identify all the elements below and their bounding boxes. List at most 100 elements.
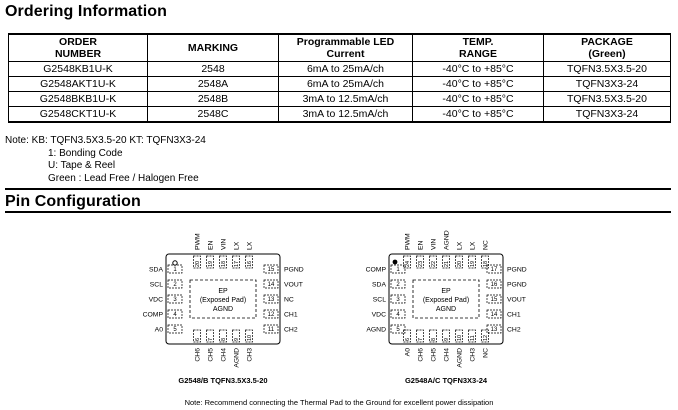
pin-pad [245,329,253,343]
pin-pad [193,255,201,269]
pin-number: 9 [234,338,240,341]
pin-number: 16 [491,282,498,288]
pin-pad [167,279,183,289]
pin-pad [206,255,214,269]
package-caption: G2548A/C TQFN3X3-24 [405,376,488,385]
thermal-pad-note: Note: Recommend connecting the Thermal P… [184,398,494,407]
pin-number: 23 [418,261,424,267]
pin-pad [429,255,437,269]
pin-name: AGND [457,348,464,368]
note-line: Green : Lead Free / Halogen Free [48,172,199,184]
pin-name: CH3 [247,348,254,362]
exposed-pad-label: (Exposed Pad) [200,297,246,304]
pin-pad [206,329,214,343]
cell-order-number: G2548AKT1U-K [8,76,148,92]
pin-number: 24 [405,261,411,267]
cell-order-number: G2548BKB1U-K [8,91,148,107]
pin-number: 7 [418,338,424,341]
package-caption: G2548/B TQFN3.5X3.5-20 [178,376,267,385]
pin-number: 6 [405,338,411,341]
pin-name: CH4 [444,348,451,362]
pin-name: A0 [405,348,412,357]
pin-number: 17 [491,267,498,273]
pin-name: CH3 [470,348,477,362]
pin-name: AGND [234,348,241,368]
exposed-pad [412,279,480,319]
pin-pad [481,329,489,343]
pin1-marker [392,259,398,265]
pin-pad [390,309,406,319]
pin-number: 11 [470,335,476,341]
pin-pad [442,329,450,343]
exposed-pad [189,279,257,319]
pin-diagrams: EP(Exposed Pad)AGND20PWM19EN18VIN17LX16L… [143,230,527,385]
pin-pad [390,279,406,289]
package-outline [388,253,504,345]
pin-number: 1 [173,267,177,273]
section-divider [5,211,671,213]
pin-pad [167,324,183,334]
pin-pad [455,329,463,343]
pin-number: 21 [444,261,450,267]
pin-name: EN [418,240,425,250]
pin-name: LX [457,241,464,250]
header-temp-range: TEMP.RANGE [412,33,544,62]
pin-name: NC [483,240,490,250]
pin-pad [263,324,279,334]
pin-name: NC [284,297,294,304]
pin-name: COMP [366,267,387,274]
pin-number: 10 [247,335,253,341]
pin-pad [390,294,406,304]
pin-number: 20 [195,261,201,267]
table-row: G2548BKB1U-K 2548B 3mA to 12.5mA/ch -40°… [8,91,671,107]
pin-number: 2 [396,282,400,288]
pin-name: SCL [373,297,386,304]
pin-pad [219,329,227,343]
package-diagram-tqfn3x3: EP(Exposed Pad)AGND24PWM23EN22VIN21AGND2… [366,230,527,385]
cell-marking: 2548C [147,106,279,123]
pin-name: CH5 [431,348,438,362]
pin-pad [245,255,253,269]
pin-name: PGND [284,267,304,274]
pin-name: CH4 [221,348,228,362]
pin-name: VIN [431,239,438,250]
pin-pad [416,329,424,343]
pin-number: 9 [444,338,450,341]
pin-pad [403,255,411,269]
pin-number: 14 [268,282,275,288]
pin-number: 11 [268,327,275,333]
pin-number: 4 [173,312,177,318]
pin-config-title: Pin Configuration [5,193,141,210]
pin-name: SDA [372,282,386,289]
cell-package: TQFN3X3-24 [543,106,671,123]
pin-name: VDC [149,297,163,304]
pin-name: LX [234,241,241,250]
pin-pad [263,264,279,274]
pin-number: 17 [234,261,240,267]
pin-pad [167,309,183,319]
pin-name: CH6 [418,348,425,362]
cell-marking: 2548B [147,91,279,107]
exposed-pad-label: AGND [436,306,456,313]
pin-name: VOUT [507,297,526,304]
cell-temp-range: -40°C to +85°C [412,91,544,107]
package-diagram-tqfn3-5: EP(Exposed Pad)AGND20PWM19EN18VIN17LX16L… [143,233,304,385]
cell-marking: 2548 [147,61,279,77]
pin-pad [486,264,502,274]
note-line: Note: KB: TQFN3.5X3.5-20 KT: TQFN3X3-24 [5,135,206,146]
exposed-pad-label: (Exposed Pad) [423,297,469,304]
pin-pad [390,324,406,334]
pin-number: 5 [173,327,177,333]
table-row: G2548KB1U-K 2548 6mA to 25mA/ch -40°C to… [8,61,671,77]
pin-pad [263,309,279,319]
pin-name: SCL [150,282,163,289]
pin-name: A0 [155,327,164,334]
cell-package: TQFN3.5X3.5-20 [543,91,671,107]
pin-pad [481,255,489,269]
pin-name: SDA [149,267,163,274]
cell-package: TQFN3.5X3.5-20 [543,61,671,77]
pin-name: LX [247,241,254,250]
pin-pad [416,255,424,269]
